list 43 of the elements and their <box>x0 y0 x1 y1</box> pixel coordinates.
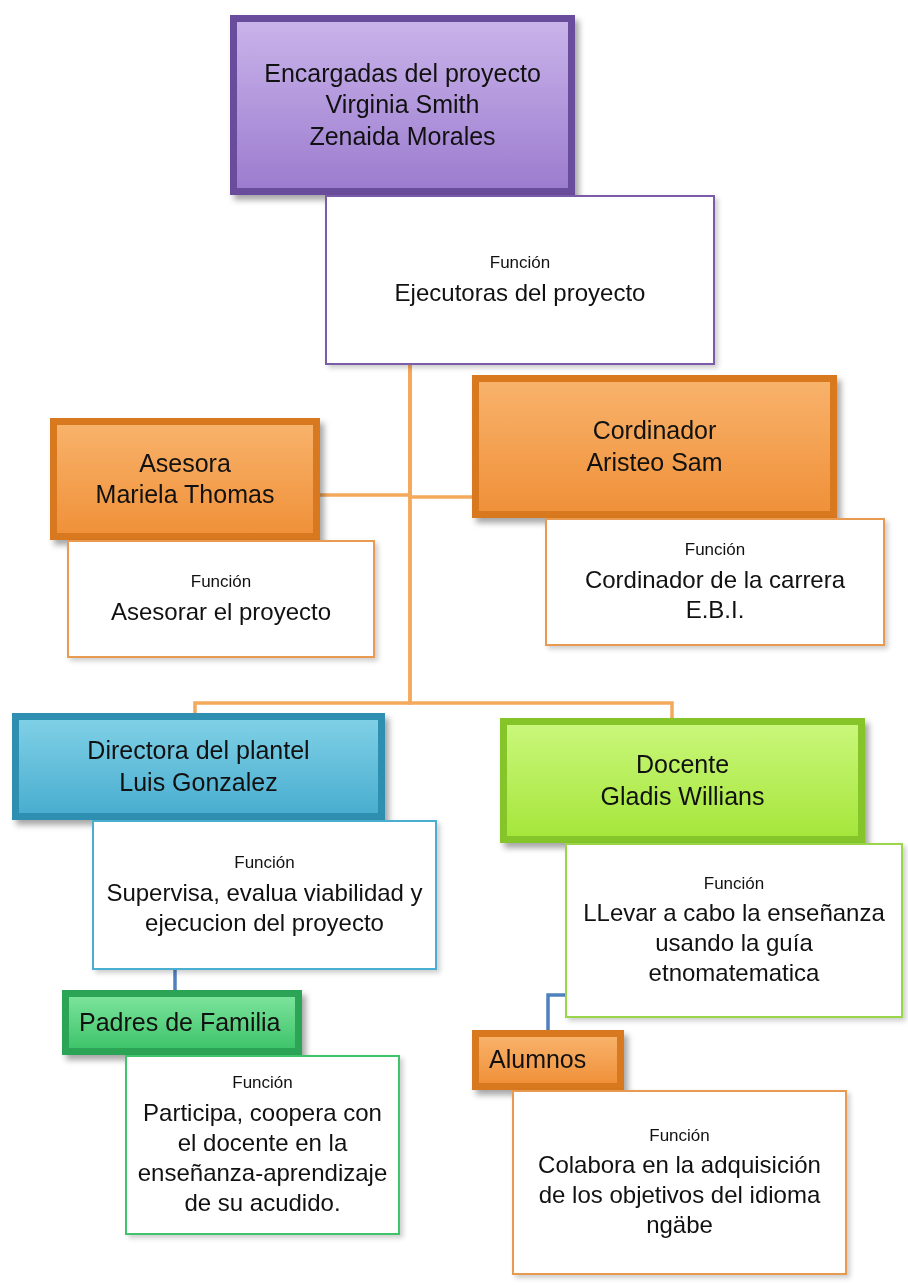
role-title: Cordinador <box>592 415 717 447</box>
function-label: Función <box>703 872 765 895</box>
person-name: Luis Gonzalez <box>119 766 278 798</box>
role-box <box>500 718 865 843</box>
person-name: Gladis Willians <box>600 780 765 812</box>
function-description: Colabora en la adquisición de los objetivos del idioma ngäbe <box>537 1150 822 1241</box>
function-description: Participa, coopera con el docente en la enseñanza-aprendizaje de su acudido. <box>137 1097 388 1218</box>
role-title: Encargadas del proyecto <box>264 58 541 90</box>
function-description: Ejecutoras del proyecto <box>394 277 646 308</box>
role-box <box>472 375 837 518</box>
function-description: Supervisa, evalua viabilidad y ejecucion del proyecto <box>105 877 424 938</box>
role-title: Alumnos <box>489 1044 587 1076</box>
function-box <box>512 1090 847 1275</box>
function-label: Función <box>684 539 746 561</box>
connector-line <box>546 993 565 1030</box>
function-box <box>67 540 375 658</box>
role-title: Padres de Familia <box>79 1006 281 1038</box>
function-box <box>565 843 903 1018</box>
person-name: Aristeo Sam <box>586 446 723 478</box>
function-box <box>545 518 885 646</box>
function-description: LLevar a cabo la enseñanza usando la guía etnomatematica <box>582 898 886 989</box>
role-box <box>230 15 575 195</box>
role-box <box>62 990 302 1055</box>
function-label: Función <box>489 252 551 274</box>
function-label: Función <box>232 1072 293 1094</box>
role-title: Docente <box>635 749 730 781</box>
role-box <box>472 1030 624 1090</box>
function-description: Asesorar el proyecto <box>110 596 332 627</box>
role-box <box>50 418 320 540</box>
role-title: Directora del plantel <box>87 735 310 767</box>
function-description: Cordinador de la carrera E.B.I. <box>583 564 847 625</box>
connector-line <box>173 970 177 990</box>
person-name: Zenaida Morales <box>309 120 496 152</box>
function-label: Función <box>649 1124 710 1147</box>
role-title: Asesora <box>139 447 231 479</box>
person-name: Mariela Thomas <box>95 479 275 510</box>
role-box <box>12 713 385 820</box>
function-box <box>92 820 437 970</box>
function-label: Función <box>190 571 252 593</box>
person-name: Virginia Smith <box>325 89 480 121</box>
function-box <box>325 195 715 365</box>
function-box <box>125 1055 400 1235</box>
function-label: Función <box>234 852 295 874</box>
